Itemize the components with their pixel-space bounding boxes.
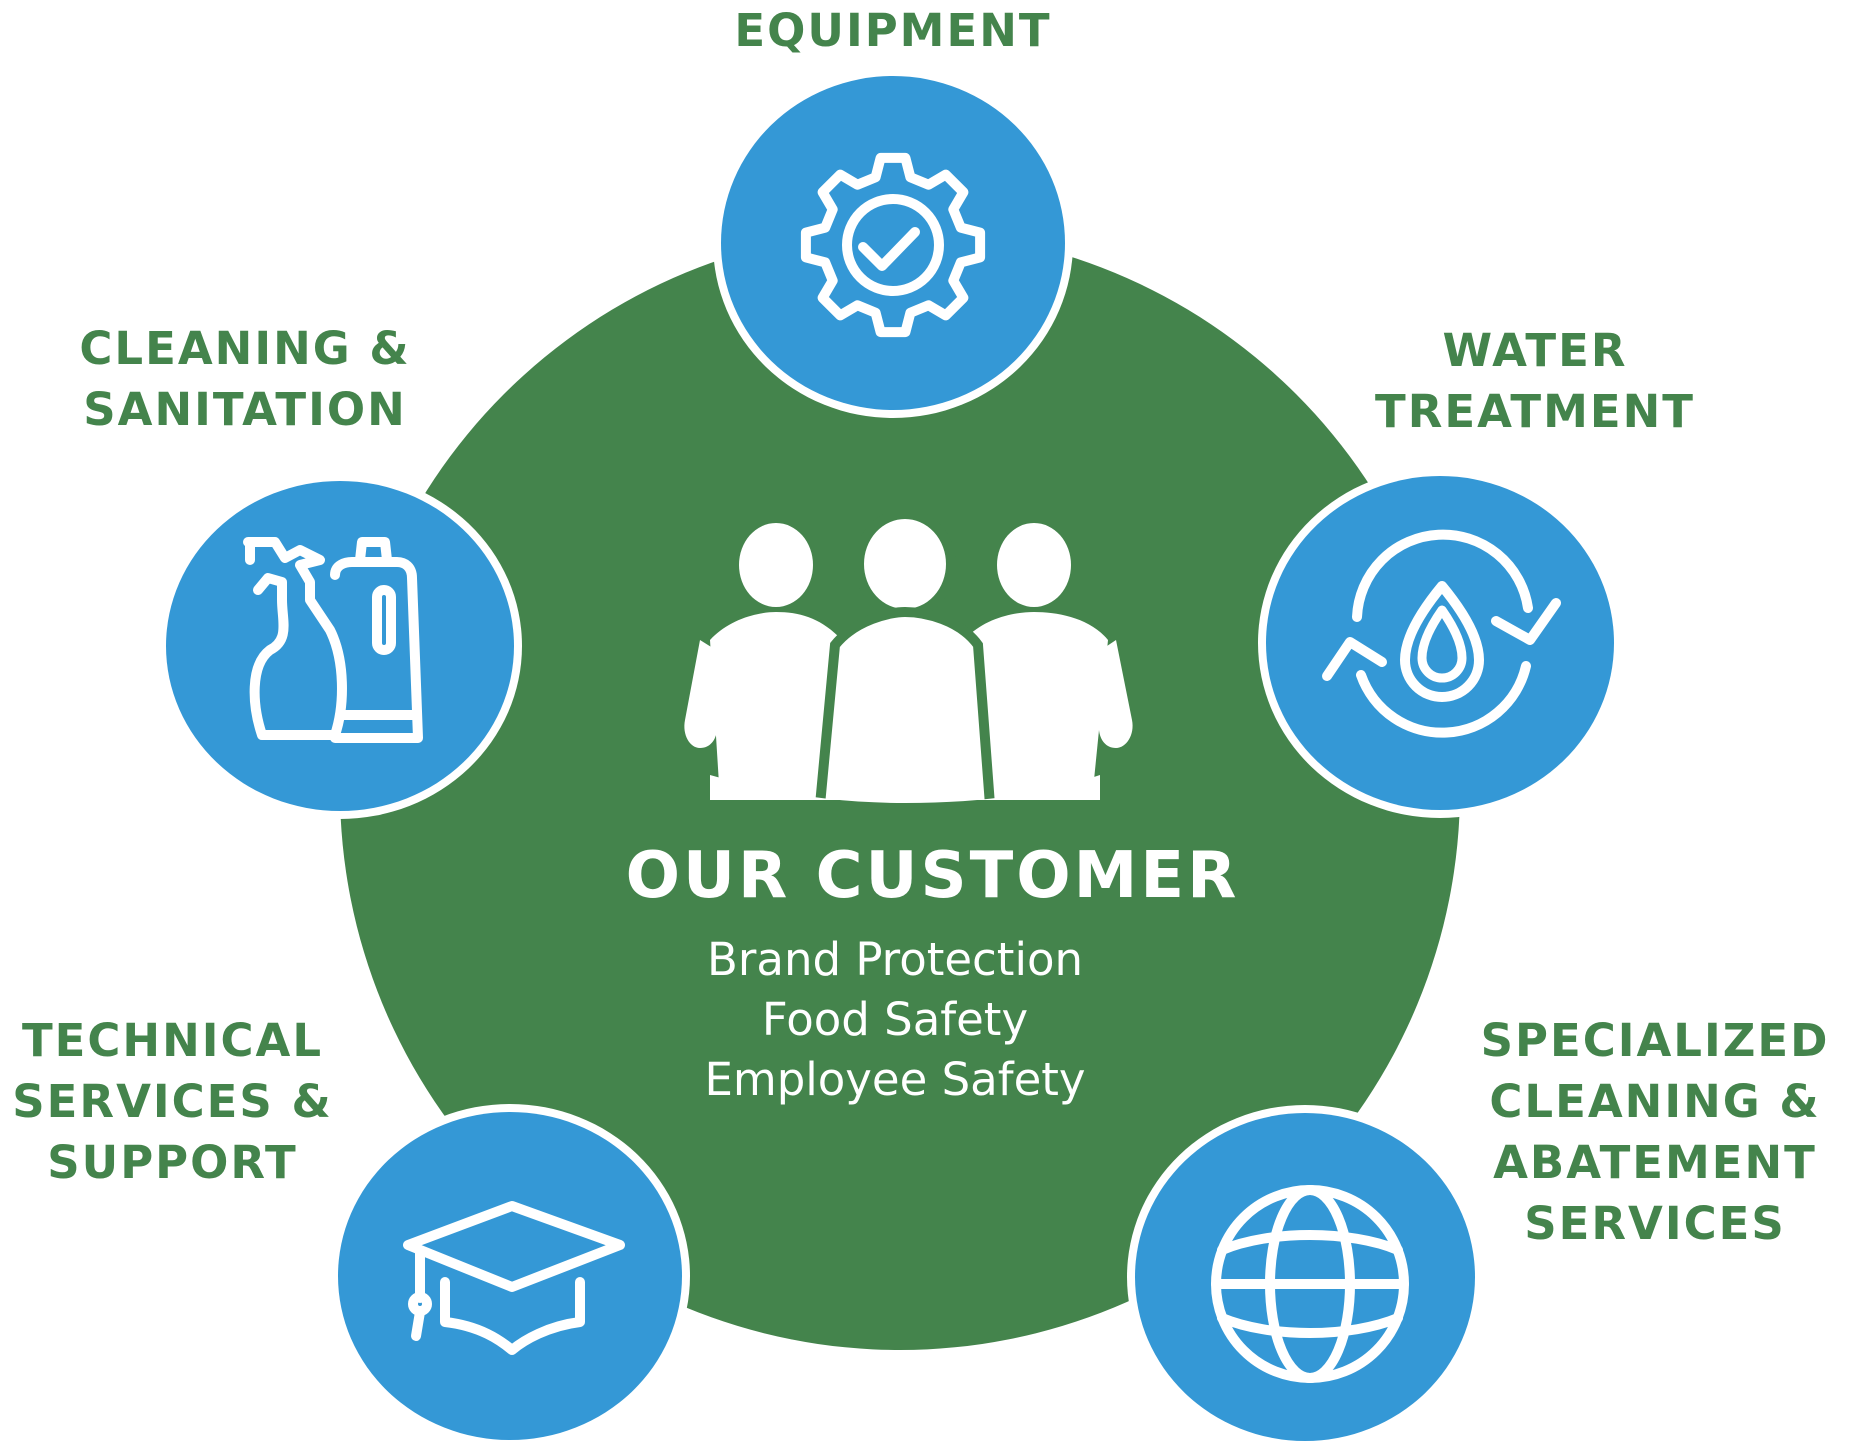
label-cleaning: CLEANING & SANITATION: [79, 322, 411, 436]
label-technical: TECHNICAL SERVICES & SUPPORT: [12, 1014, 333, 1189]
label-water: WATER TREATMENT: [1375, 324, 1695, 438]
center-benefits: Brand Protection Food Safety Employee Sa…: [0, 930, 1790, 1110]
center-title: OUR CUSTOMER: [625, 839, 1240, 913]
node-cleaning: [158, 473, 522, 819]
label-equipment: EQUIPMENT: [734, 4, 1052, 57]
node-technical: [330, 1104, 690, 1448]
node-equipment: [713, 68, 1073, 418]
cleaning-bottles-icon: [243, 537, 423, 743]
gear-check-icon: [800, 152, 986, 338]
center-line: Food Safety: [761, 993, 1029, 1046]
node-water: [1258, 468, 1622, 818]
water-cycle-icon: [1322, 529, 1561, 738]
globe-icon: [1211, 1185, 1409, 1383]
people-group-icon: [684, 509, 1133, 810]
center-line: Brand Protection: [707, 933, 1083, 986]
center-line: Employee Safety: [704, 1053, 1086, 1106]
node-specialized: [1127, 1105, 1483, 1449]
graduation-cap-icon: [403, 1201, 625, 1355]
label-specialized: SPECIALIZED CLEANING & ABATEMENT SERVICE…: [1480, 1014, 1830, 1250]
